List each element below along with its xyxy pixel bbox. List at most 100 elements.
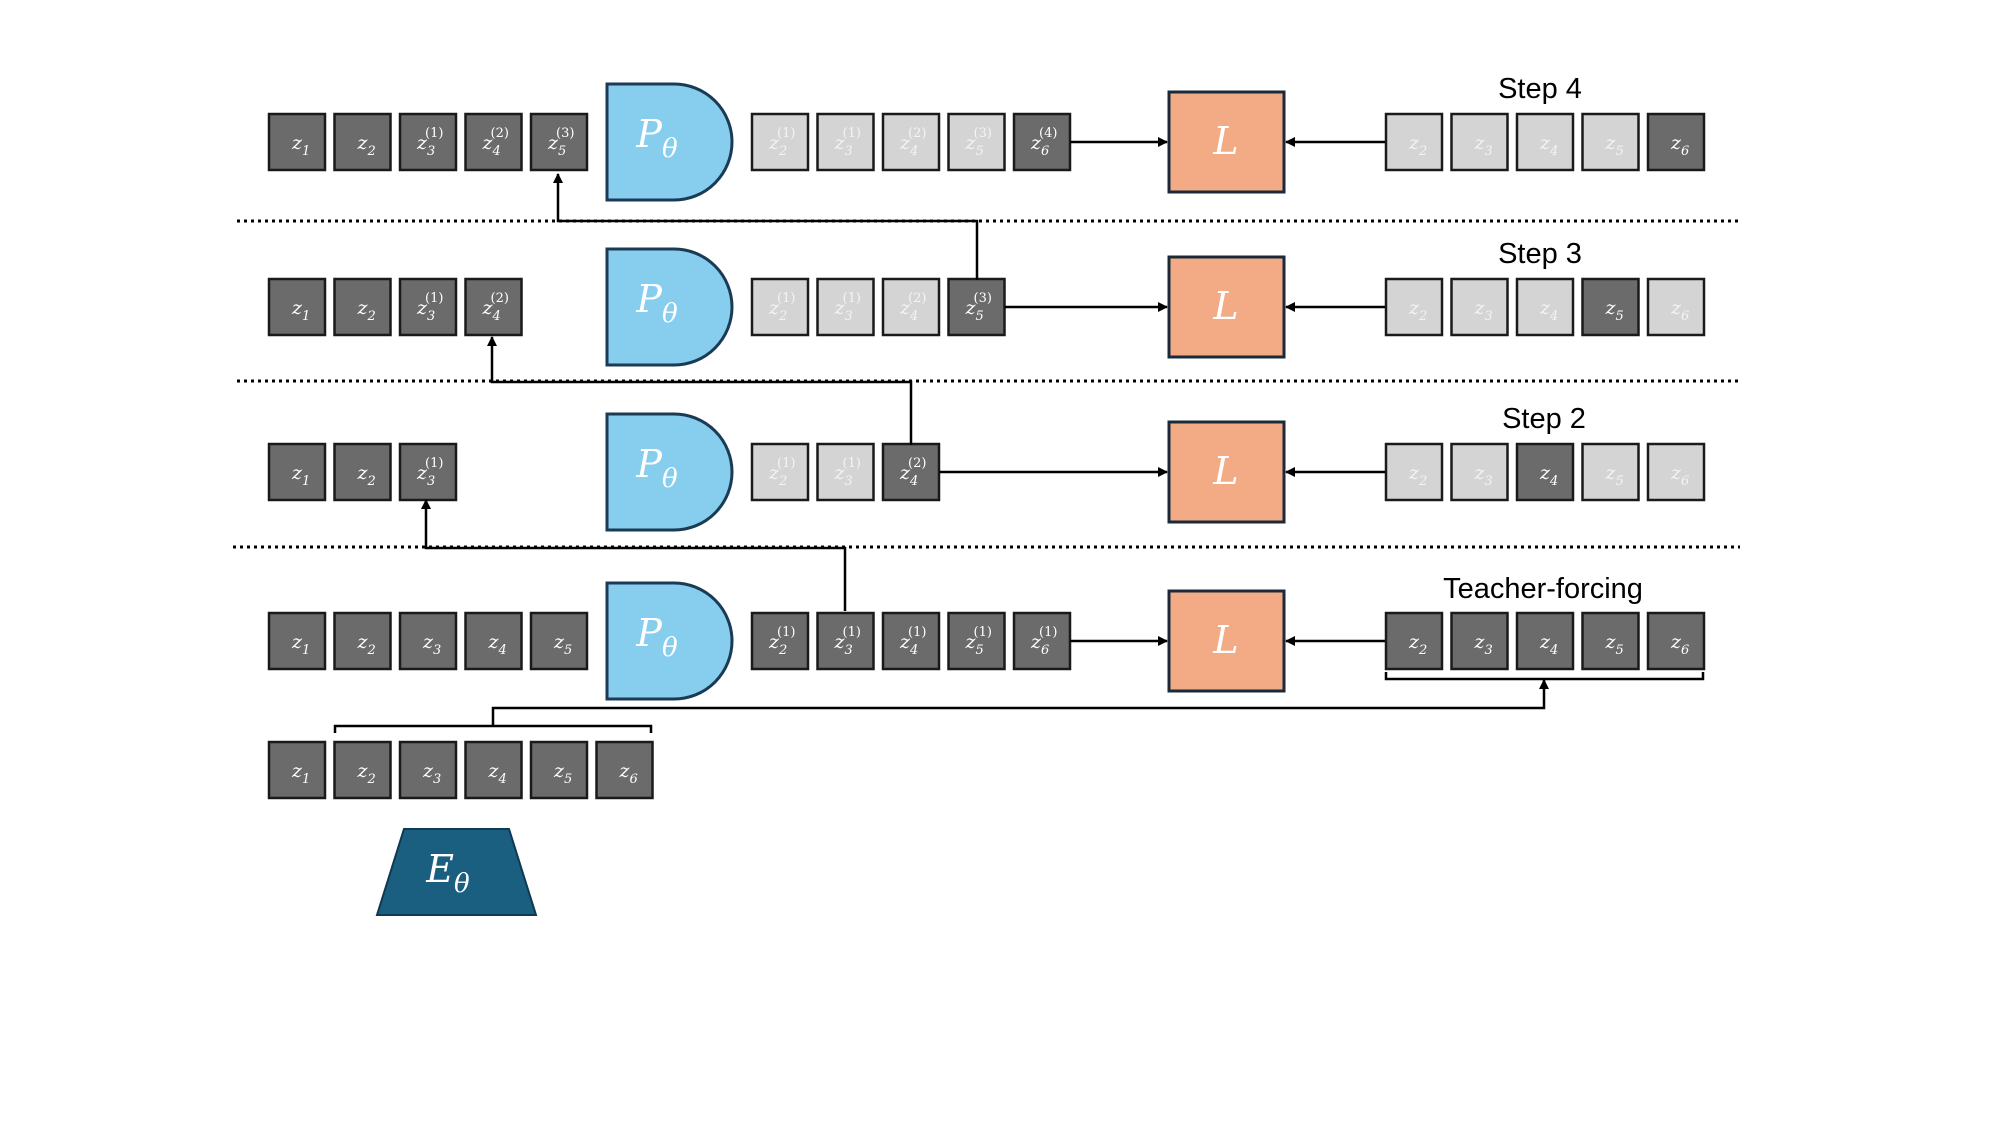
- token-box: [750, 442, 810, 502]
- encoder-to-target-arrow: [491, 679, 1549, 726]
- token-box: [1581, 442, 1640, 502]
- token-box: [881, 611, 941, 671]
- token-superscript: (1): [1039, 625, 1057, 640]
- token-label: z2: [357, 297, 376, 324]
- feedback-arrow-step3-to-step4: [553, 173, 979, 280]
- token-box: [1515, 277, 1575, 337]
- target-token: z2: [1384, 277, 1444, 337]
- token-box: [816, 442, 875, 502]
- predictor-shape: [605, 412, 734, 532]
- token-superscript: (1): [974, 625, 992, 640]
- token-superscript: (2): [908, 126, 926, 141]
- token-label: z5: [965, 132, 984, 159]
- token-label: z2: [1408, 631, 1427, 658]
- output-token: z3(1): [816, 611, 875, 671]
- input-token: z1: [267, 611, 327, 671]
- token-superscript: (1): [777, 126, 795, 141]
- token-label: z3: [1474, 462, 1493, 489]
- predictor-block: Pθ: [605, 82, 734, 202]
- token-superscript: (1): [843, 625, 861, 640]
- token-box: [881, 112, 941, 172]
- token-label: z4: [488, 760, 507, 787]
- predictor-label: Pθ: [635, 611, 678, 663]
- token-box: [1450, 442, 1509, 502]
- token-label: z2: [357, 631, 376, 658]
- token-box: [947, 611, 1006, 671]
- token-box: [1384, 611, 1444, 671]
- token-label: z1: [291, 631, 310, 658]
- encoder-token: z2: [333, 740, 392, 800]
- token-box: [816, 277, 875, 337]
- token-label: z3: [834, 631, 853, 658]
- target-token: z6: [1646, 112, 1706, 172]
- token-label: z3: [416, 462, 435, 489]
- token-label: z4: [488, 631, 507, 658]
- token-label: z2: [357, 462, 376, 489]
- token-box: [1515, 112, 1575, 172]
- target-token: z4: [1515, 277, 1575, 337]
- output-token: z3(1): [816, 277, 875, 337]
- token-superscript: (1): [777, 456, 795, 471]
- token-label: z1: [291, 132, 310, 159]
- token-label: z2: [357, 760, 376, 787]
- token-label: z3: [422, 631, 441, 658]
- input-token: z5(3): [529, 112, 589, 172]
- predictor-shape: [605, 82, 734, 202]
- token-superscript: (2): [908, 291, 926, 306]
- token-box: [1646, 442, 1706, 502]
- token-superscript: (3): [974, 291, 992, 306]
- target-token: z3: [1450, 611, 1509, 671]
- input-token: z4(2): [464, 112, 523, 172]
- token-label: z4: [899, 132, 918, 159]
- loss-box: [1167, 589, 1286, 693]
- token-label: z6: [619, 760, 638, 787]
- token-superscript: (2): [491, 291, 509, 306]
- predictor-label: Pθ: [635, 112, 678, 164]
- token-box: [267, 277, 327, 337]
- loss-box: [1167, 255, 1286, 359]
- token-label: z4: [482, 297, 501, 324]
- input-token: z4(2): [464, 277, 523, 337]
- token-label: z4: [482, 132, 501, 159]
- token-box: [464, 740, 523, 800]
- token-superscript: (1): [777, 291, 795, 306]
- token-box: [750, 112, 810, 172]
- predictor-block: Pθ: [605, 412, 734, 532]
- token-label: z5: [1605, 631, 1624, 658]
- token-box: [750, 611, 810, 671]
- target-token: z3: [1450, 442, 1509, 502]
- output-token: z4(1): [881, 611, 941, 671]
- token-label: z3: [416, 132, 435, 159]
- step-4-label: Step 4: [1498, 73, 1582, 105]
- token-box: [333, 740, 392, 800]
- token-box: [1012, 611, 1072, 671]
- token-box: [529, 611, 589, 671]
- output-token: z4(2): [881, 112, 941, 172]
- token-label: z3: [1474, 132, 1493, 159]
- target-token: z2: [1384, 611, 1444, 671]
- token-label: z5: [553, 760, 572, 787]
- input-token: z2: [333, 112, 392, 172]
- loss-label: L: [1212, 449, 1238, 493]
- target-token: z6: [1646, 442, 1706, 502]
- token-box: [333, 112, 392, 172]
- token-label: z5: [547, 132, 566, 159]
- token-label: z2: [1408, 132, 1427, 159]
- token-box: [750, 277, 810, 337]
- token-box: [1581, 112, 1640, 172]
- output-token: z6(1): [1012, 611, 1072, 671]
- token-superscript: (1): [777, 625, 795, 640]
- token-label: z5: [1605, 132, 1624, 159]
- token-box: [947, 112, 1006, 172]
- token-superscript: (1): [425, 126, 443, 141]
- loss-label: L: [1212, 119, 1238, 163]
- token-label: z2: [768, 132, 787, 159]
- encoder-token: z4: [464, 740, 523, 800]
- output-token: z4(2): [881, 277, 941, 337]
- token-box: [595, 740, 654, 800]
- token-label: z2: [768, 462, 787, 489]
- token-box: [267, 442, 327, 502]
- token-box: [1581, 611, 1640, 671]
- token-label: z3: [834, 462, 853, 489]
